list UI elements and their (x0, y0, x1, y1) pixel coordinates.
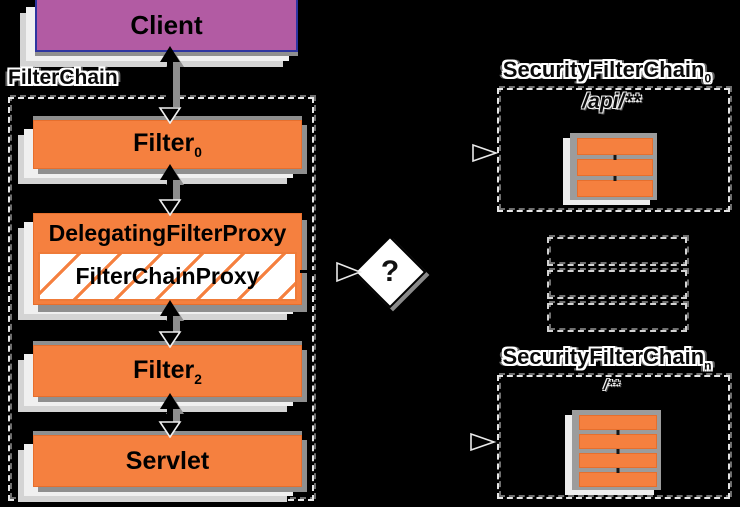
security-filter-chain-n-label: SecurityFilterChainn (502, 344, 712, 373)
filter2-label: Filter2 (133, 355, 202, 387)
client-box: Client (35, 0, 298, 52)
filter-bar (579, 415, 657, 430)
filter-bar (579, 472, 657, 487)
connector-diamond-out (420, 270, 446, 273)
filter-bar (579, 453, 657, 468)
arrowhead-into-chain0-icon (472, 143, 499, 163)
arrow-filter2-servlet (158, 393, 184, 438)
filter2-box: Filter2 (33, 345, 302, 397)
servlet-box: Servlet (33, 435, 302, 487)
filter-bar (579, 434, 657, 449)
arrow-filter0-dfp (158, 164, 184, 216)
servlet-label: Servlet (125, 446, 210, 475)
filter-bar-stack-0 (570, 133, 657, 200)
placeholder-chain-row (547, 270, 687, 299)
arrow-fcp-filter2 (158, 300, 184, 348)
connector-branch-bottom (444, 440, 468, 443)
url-pattern-api: /api/** (582, 90, 641, 113)
filter0-label: Filter0 (133, 129, 202, 160)
filter-bar-stack-n (572, 410, 661, 490)
delegating-filter-proxy-label: DelegatingFilterProxy (48, 220, 287, 246)
connector-branch-vertical (444, 152, 447, 442)
security-filter-chain-0-box (497, 88, 730, 212)
filter-bar (577, 138, 653, 155)
arrowhead-into-chain-n-icon (470, 432, 497, 452)
decision-question-label: ? (380, 255, 400, 288)
arrow-client-filter0 (158, 46, 184, 124)
url-pattern-root: /** (603, 377, 620, 394)
connector-branch-top (444, 151, 470, 154)
security-filter-chain-0-label: SecurityFilterChain0 (502, 57, 712, 86)
filter0-box: Filter0 (33, 120, 302, 169)
security-filter-chain-n-box (497, 375, 730, 499)
arrowhead-into-diamond-icon (336, 261, 363, 283)
filterchain-label: FilterChain (8, 66, 118, 89)
filter-chain-proxy-label: FilterChainProxy (75, 263, 260, 289)
filterchain-container (8, 97, 314, 501)
decision-diamond-icon (353, 235, 427, 309)
filter-chain-proxy-box: FilterChainProxy (38, 252, 297, 301)
placeholder-chain-row (547, 303, 687, 332)
delegating-filter-proxy-box: DelegatingFilterProxy FilterChainProxy (33, 213, 302, 305)
filter-bar (577, 159, 653, 176)
connector-fcp-to-diamond (300, 270, 358, 273)
filter-bar (577, 180, 653, 197)
placeholder-chain-row (547, 237, 687, 266)
client-label: Client (130, 9, 203, 40)
